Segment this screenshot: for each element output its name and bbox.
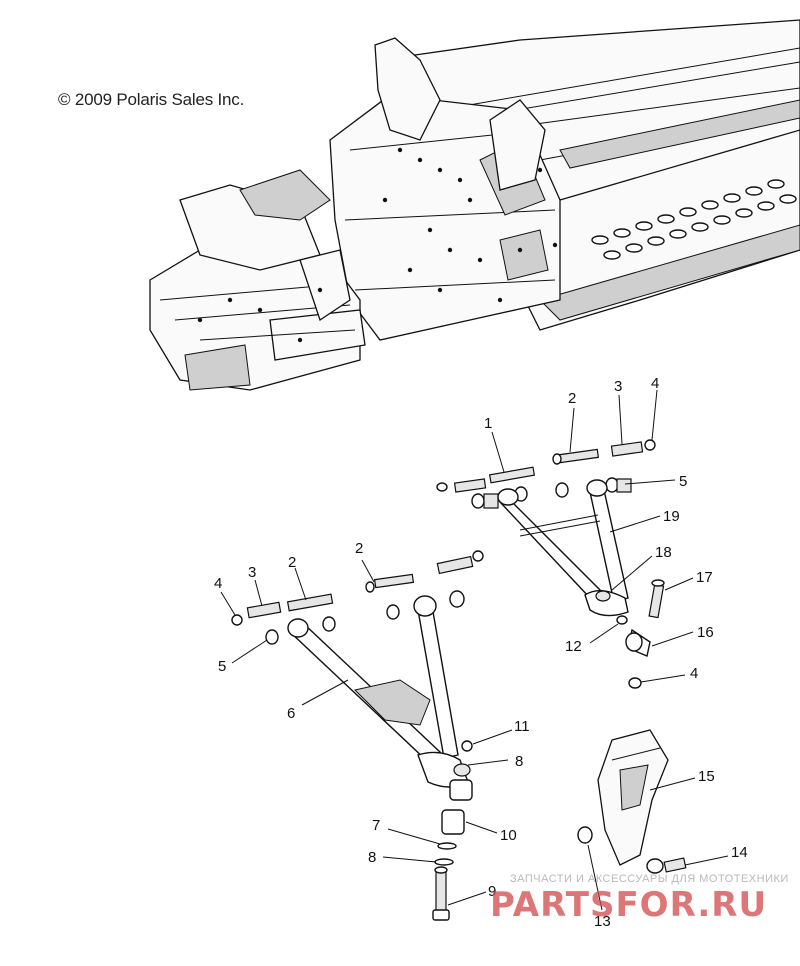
tunnel-perforations	[591, 179, 797, 260]
lower-a-arm-left	[231, 550, 484, 921]
callout-4: 4	[651, 375, 659, 392]
callout-5: 5	[679, 473, 687, 490]
upper-a-arm-right	[436, 439, 665, 689]
callout-7: 7	[372, 817, 380, 834]
callout-11: 11	[514, 718, 530, 735]
callout-6: 6	[287, 705, 295, 722]
callout-3: 3	[614, 378, 622, 395]
callout-12: 12	[565, 638, 582, 655]
callout-15: 15	[698, 768, 715, 785]
callout-4: 4	[214, 575, 222, 592]
callout-8: 8	[515, 753, 523, 770]
callout-18: 18	[655, 544, 672, 561]
callout-19: 19	[663, 508, 680, 525]
watermark-brand: PARTSFOR.RU	[490, 885, 767, 925]
callout-1: 1	[484, 415, 492, 432]
callout-10: 10	[500, 827, 517, 844]
copyright-text: © 2009 Polaris Sales Inc.	[58, 90, 245, 109]
callout-2: 2	[288, 554, 296, 571]
spindle	[577, 729, 687, 874]
callout-4: 4	[690, 665, 698, 682]
watermark-tagline: ЗАПЧАСТИ И АКСЕССУАРЫ ДЛЯ МОТОТЕХНИКИ	[510, 873, 789, 885]
callout-2: 2	[568, 390, 576, 407]
callout-leaders	[220, 389, 729, 911]
watermark: ЗАПЧАСТИ И АКСЕССУАРЫ ДЛЯ МОТОТЕХНИКИ PA…	[490, 873, 789, 925]
callout-labels: 1 2 3 4 5 19 18 17 12 16 4 2 4 3 2 5 6 1…	[214, 375, 748, 930]
callout-13: 13	[594, 913, 611, 930]
callout-9: 9	[488, 883, 496, 900]
chassis-frame	[149, 19, 800, 391]
callout-14: 14	[731, 844, 748, 861]
callout-5: 5	[218, 658, 226, 675]
callout-3: 3	[248, 564, 256, 581]
callout-17: 17	[696, 569, 713, 586]
callout-2: 2	[355, 540, 363, 557]
callout-16: 16	[697, 624, 714, 641]
callout-8: 8	[368, 849, 376, 866]
